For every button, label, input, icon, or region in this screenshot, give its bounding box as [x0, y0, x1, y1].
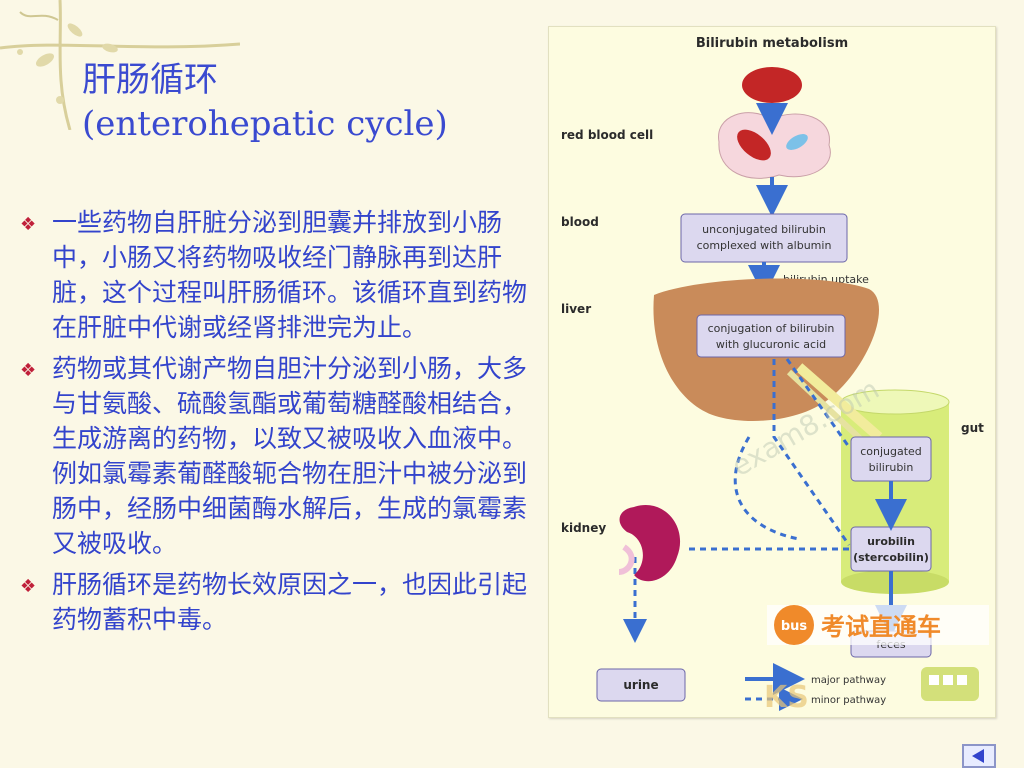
urobilin-box	[850, 526, 932, 572]
legend-minor-pathway: minor pathway	[811, 695, 886, 706]
unconjugated-text-1: unconjugated bilirubin	[702, 223, 826, 236]
kidney-icon	[619, 505, 681, 582]
diamond-bullet-icon: ❖	[20, 360, 37, 381]
unconjugated-bilirubin-box	[680, 213, 848, 263]
watermark-bus-text: bus	[781, 619, 808, 634]
figure-title: Bilirubin metabolism	[696, 36, 848, 51]
heme-fragment-icon	[786, 134, 808, 150]
watermark-bus-logo	[774, 605, 814, 645]
label-red-blood-cell: red blood cell	[561, 128, 653, 142]
bilirubin-metabolism-figure: Bilirubin metabolism red blood cell bloo…	[548, 26, 996, 718]
label-liver: liver	[561, 302, 591, 316]
label-blood: blood	[561, 215, 599, 229]
red-blood-cell-icon	[742, 67, 802, 103]
rbc-fragment-icon	[737, 129, 771, 161]
unconjugated-text-2: complexed with albumin	[697, 239, 832, 252]
watermark-ks: KS	[764, 680, 809, 715]
corner-vine-decoration	[0, 0, 240, 130]
conjugation-text-2: with glucuronic acid	[716, 338, 826, 351]
bullet-text: 肝肠循环是药物长效原因之一，也因此引起药物蓄积中毒。	[52, 570, 528, 634]
bullet-item: ❖ 肝肠循环是药物长效原因之一，也因此引起药物蓄积中毒。	[20, 567, 540, 637]
urobilin-text-1: urobilin	[867, 535, 915, 548]
watermark-text: 考试直通车	[821, 613, 941, 641]
conjugated-text-1: conjugated	[860, 445, 922, 458]
bullet-list: ❖ 一些药物自肝脏分泌到胆囊并排放到小肠中，小肠又将药物吸收经门静脉再到达肝脏，…	[20, 205, 540, 643]
conjugated-text-2: bilirubin	[869, 461, 914, 474]
conjugation-text-1: conjugation of bilirubin	[708, 322, 835, 335]
label-kidney: kidney	[561, 521, 606, 535]
bullet-item: ❖ 一些药物自肝脏分泌到胆囊并排放到小肠中，小肠又将药物吸收经门静脉再到达肝脏，…	[20, 205, 540, 345]
urine-text: urine	[623, 678, 658, 692]
slide-title-chinese: 肝肠循环	[82, 60, 218, 100]
rbc-breakdown-icon	[718, 112, 831, 179]
bullet-item: ❖ 药物或其代谢产物自胆汁分泌到小肠，大多与甘氨酸、硫酸氢酯或葡萄糖醛酸相结合，…	[20, 351, 540, 561]
previous-slide-button[interactable]	[962, 744, 996, 768]
conjugation-box	[696, 314, 846, 358]
bullet-text: 药物或其代谢产物自胆汁分泌到小肠，大多与甘氨酸、硫酸氢酯或葡萄糖醛酸相结合，生成…	[52, 354, 528, 558]
legend-major-pathway: major pathway	[811, 675, 886, 686]
diamond-bullet-icon: ❖	[20, 576, 37, 597]
label-gut: gut	[961, 421, 984, 435]
urine-box	[596, 668, 686, 702]
slide-title-english: (enterohepatic cycle)	[82, 104, 448, 144]
conjugated-bilirubin-box	[850, 436, 932, 482]
triangle-left-icon	[972, 749, 984, 763]
slide-title: 肝肠循环 (enterohepatic cycle)	[82, 58, 448, 146]
bullet-text: 一些药物自肝脏分泌到胆囊并排放到小肠中，小肠又将药物吸收经门静脉再到达肝脏，这个…	[52, 208, 528, 342]
diamond-bullet-icon: ❖	[20, 214, 37, 235]
urobilin-text-2: (stercobilin)	[853, 551, 929, 564]
